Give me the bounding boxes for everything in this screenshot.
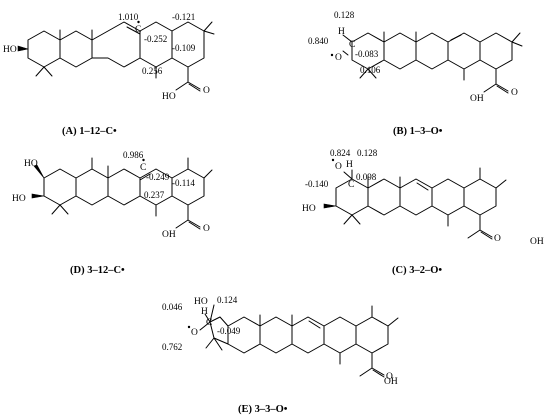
structure-c: H O C HO O OH 0.824 0.128 -0.140 0.098 (… bbox=[302, 148, 544, 276]
radical-dot bbox=[187, 325, 191, 329]
spin-value: 0.128 bbox=[334, 10, 355, 20]
spin-value: 0.986 bbox=[123, 150, 144, 160]
spin-value: 0.046 bbox=[162, 302, 183, 312]
spin-value: 0.824 bbox=[330, 148, 351, 158]
hydroxyl-label: HO bbox=[3, 45, 17, 55]
spin-value: 0.840 bbox=[308, 36, 329, 46]
carbon-label: C bbox=[348, 180, 354, 190]
acid-oxygen-label: O bbox=[386, 372, 393, 382]
spin-value: -0.109 bbox=[172, 43, 196, 53]
radical-dot bbox=[330, 53, 334, 57]
hydrogen-label: H bbox=[201, 307, 208, 317]
oxygen-label: O bbox=[191, 328, 198, 338]
spin-value: -0.049 bbox=[217, 326, 241, 336]
acid-oxygen-label: O bbox=[494, 234, 501, 244]
acid-hydroxyl-label: OH bbox=[470, 94, 484, 104]
hydrogen-label: H bbox=[338, 27, 345, 37]
acid-oxygen-label: O bbox=[203, 224, 210, 234]
structure-d: HO HO C O OH 0.986 -0.249 0.237 -0.114 (… bbox=[12, 150, 213, 276]
caption-b: (B) 1–3–O• bbox=[393, 126, 443, 137]
spin-value: -0.140 bbox=[305, 179, 329, 189]
acid-hydroxyl-label: HO bbox=[162, 92, 176, 102]
caption-a: (A) 1–12–C• bbox=[62, 126, 117, 137]
hydroxyl-top-label: HO bbox=[194, 297, 208, 307]
radical-carbon-label: C bbox=[140, 163, 146, 173]
hydrogen-label: H bbox=[346, 160, 353, 170]
spin-value: 0.106 bbox=[360, 65, 381, 75]
structure-e: HO H O C O OH 0.046 0.124 0.762 -0.049 (… bbox=[162, 295, 399, 415]
acid-oxygen-label: O bbox=[511, 88, 518, 98]
acid-hydroxyl-label: OH bbox=[384, 377, 398, 387]
radical-dot bbox=[331, 158, 335, 162]
carbon-label: C bbox=[206, 318, 212, 328]
radical-carbon-label: C bbox=[135, 25, 141, 35]
caption-d: (D) 3–12–C• bbox=[70, 265, 125, 276]
spin-value: 1.010 bbox=[118, 12, 139, 22]
oxygen-label: O bbox=[335, 162, 342, 172]
spin-value: 0.124 bbox=[217, 295, 238, 305]
spin-value: 0.762 bbox=[162, 342, 182, 352]
acid-hydroxyl-label: OH bbox=[162, 230, 176, 240]
spin-value: 0.098 bbox=[356, 172, 377, 182]
spin-value: -0.249 bbox=[146, 172, 170, 182]
radical-dot bbox=[142, 158, 145, 162]
acid-oxygen-label: O bbox=[203, 86, 210, 96]
hydroxyl-mid-label: HO bbox=[12, 194, 26, 204]
spin-value: -0.252 bbox=[144, 34, 167, 44]
acid-hydroxyl-label: OH bbox=[530, 237, 544, 247]
caption-c: (C) 3–2–O• bbox=[392, 265, 442, 276]
hydroxyl-top-label: HO bbox=[24, 159, 38, 169]
spin-value: -0.114 bbox=[172, 178, 195, 188]
radical-dot bbox=[137, 20, 140, 24]
spin-value: 0.128 bbox=[357, 148, 378, 158]
oxygen-label: O bbox=[335, 53, 342, 63]
caption-e: (E) 3–3–O• bbox=[238, 404, 288, 415]
spin-value: 0.256 bbox=[142, 66, 163, 76]
spin-value: -0.121 bbox=[172, 12, 195, 22]
carbon-label: C bbox=[349, 40, 355, 50]
structure-b: H O C O OH 0.128 0.840 -0.083 0.106 (B) … bbox=[308, 10, 523, 137]
hydroxyl-mid-label: HO bbox=[302, 204, 316, 214]
spin-value: 0.237 bbox=[144, 190, 165, 200]
spin-value: -0.083 bbox=[355, 49, 379, 59]
structure-a: HO O HO C 1.010 -0.121 -0.252 -0.109 0.2… bbox=[3, 12, 215, 137]
